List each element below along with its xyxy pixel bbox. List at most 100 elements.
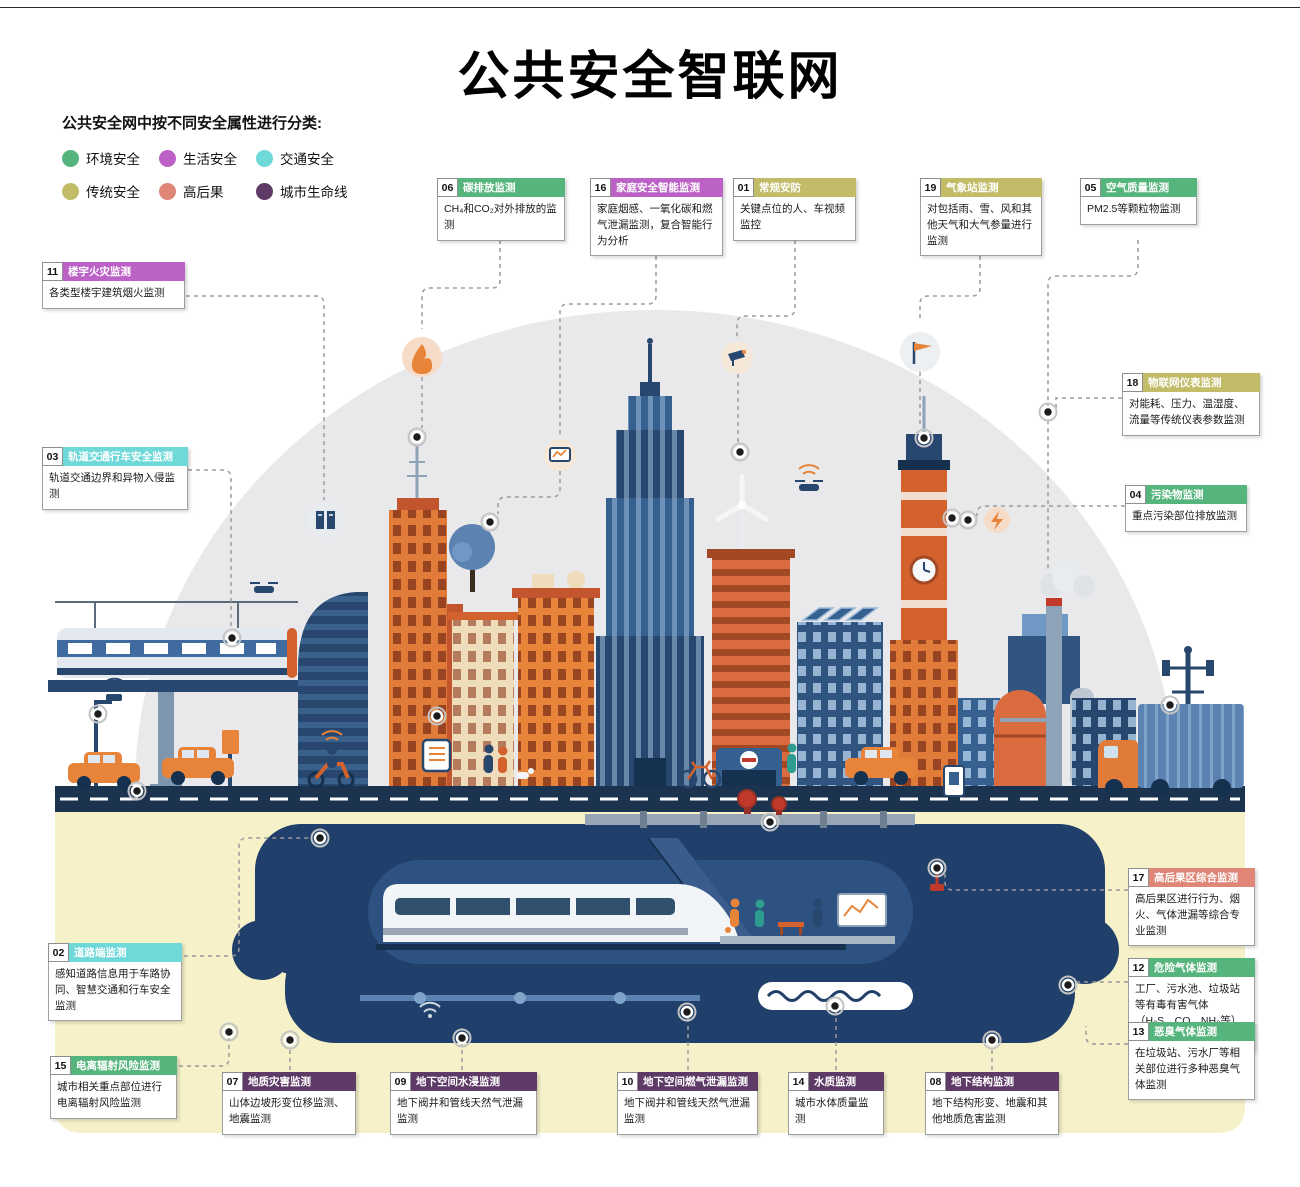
wifi-icon bbox=[103, 677, 126, 689]
taxi bbox=[68, 752, 140, 790]
sensor-dot bbox=[407, 427, 427, 447]
callout-title: 水质监测 bbox=[809, 1072, 884, 1091]
callout-number: 06 bbox=[437, 178, 458, 197]
sensor-dot bbox=[1160, 695, 1180, 715]
sensor-dot bbox=[1058, 975, 1078, 995]
callout-title: 楼宇火灾监测 bbox=[63, 262, 185, 281]
drone-icon bbox=[795, 464, 823, 491]
legend-label: 高后果 bbox=[183, 185, 224, 200]
legend-grid: 环境安全 生活安全 交通安全 传统安全 高后果 城市生命线 bbox=[62, 148, 376, 201]
callout-body: 山体边坡形变位移监测、地震监测 bbox=[222, 1091, 356, 1135]
callout-number: 01 bbox=[733, 178, 754, 197]
callout-title: 电离辐射风险监测 bbox=[71, 1056, 177, 1075]
metro-scene bbox=[360, 837, 913, 1018]
callout-number: 18 bbox=[1122, 373, 1143, 392]
category-dot bbox=[159, 149, 176, 167]
legend-item-lifeline: 城市生命线 bbox=[256, 181, 376, 201]
kiosk bbox=[943, 765, 965, 797]
callout-body: 城市水体质量监测 bbox=[788, 1091, 884, 1135]
sensor-dot bbox=[310, 828, 330, 848]
bicycle bbox=[678, 760, 722, 789]
cream-building bbox=[448, 612, 518, 788]
sensor-dot bbox=[982, 1030, 1002, 1050]
water-pool bbox=[758, 982, 913, 1010]
callout-title: 地下空间水浸监测 bbox=[411, 1072, 537, 1091]
callout-title: 地质灾害监测 bbox=[243, 1072, 356, 1091]
callout-number: 14 bbox=[788, 1072, 809, 1091]
callout-body: 在垃圾站、污水厂等相关部位进行多种恶臭气体监测 bbox=[1128, 1041, 1255, 1101]
callout-body: 地下结构形变、地震和其他地质危害监测 bbox=[925, 1091, 1059, 1135]
central-skyscraper bbox=[596, 338, 704, 788]
callout-number: 11 bbox=[42, 262, 63, 281]
pedestrians bbox=[484, 743, 797, 779]
page-title: 公共安全智联网 bbox=[457, 48, 843, 106]
legend-item-traffic: 交通安全 bbox=[256, 148, 376, 168]
sensor-dot bbox=[480, 512, 500, 532]
flame-icon bbox=[402, 337, 442, 377]
street bbox=[55, 786, 1245, 812]
callout-body: 轨道交通边界和异物入侵监测 bbox=[42, 466, 188, 510]
category-dot bbox=[159, 182, 176, 200]
cctv-camera-icon bbox=[721, 342, 753, 374]
valve-icon bbox=[771, 796, 787, 815]
battery-storage-icon bbox=[307, 502, 343, 538]
callout-title: 气象站监测 bbox=[941, 178, 1042, 197]
sensor-dot bbox=[730, 442, 750, 462]
callout-body: 关键点位的人、车视频监控 bbox=[733, 197, 856, 241]
legend-item-traditional: 传统安全 bbox=[62, 181, 159, 201]
callout-number: 09 bbox=[390, 1072, 411, 1091]
callout-body: 地下阀井和管线天然气泄漏监测 bbox=[390, 1091, 537, 1135]
callout-number: 07 bbox=[222, 1072, 243, 1091]
category-dot bbox=[62, 182, 79, 200]
valve-icon bbox=[737, 789, 757, 814]
wind-turbine bbox=[715, 474, 769, 549]
legend-label: 环境安全 bbox=[86, 152, 140, 167]
metro-train bbox=[383, 884, 740, 942]
street-lamp bbox=[94, 677, 126, 786]
callout-title: 恶臭气体监测 bbox=[1149, 1022, 1255, 1041]
smoke-cloud bbox=[1040, 561, 1095, 597]
callout-body: 对能耗、压力、温湿度、流量等传统仪表参数监测 bbox=[1122, 392, 1260, 436]
sensor-dot bbox=[677, 1002, 697, 1022]
callout-number: 13 bbox=[1128, 1022, 1149, 1041]
wifi-icon bbox=[798, 464, 820, 475]
category-dot bbox=[62, 149, 79, 167]
callout-title: 空气质量监测 bbox=[1101, 178, 1197, 197]
solar-panels bbox=[800, 607, 880, 621]
callout-title: 常规安防 bbox=[754, 178, 856, 197]
sensor-dot bbox=[760, 812, 780, 832]
callout-title: 地下空间燃气泄漏监测 bbox=[638, 1072, 758, 1091]
callout-body: 各类型楼宇建筑烟火监测 bbox=[42, 281, 185, 309]
callout-title: 污染物监测 bbox=[1146, 485, 1247, 504]
category-dot bbox=[256, 149, 273, 167]
callout-title: 高后果区综合监测 bbox=[1149, 868, 1255, 887]
legend-label: 生活安全 bbox=[183, 152, 237, 167]
container-truck bbox=[1098, 704, 1244, 797]
callout-number: 10 bbox=[617, 1072, 638, 1091]
callout-number: 12 bbox=[1128, 958, 1149, 977]
callout-number: 08 bbox=[925, 1072, 946, 1091]
callout-body: 城市相关重点部位进行电离辐射风险监测 bbox=[50, 1075, 177, 1119]
legend-label: 交通安全 bbox=[280, 152, 334, 167]
callout-number: 03 bbox=[42, 447, 63, 466]
light-rail-train bbox=[57, 628, 297, 678]
callout-title: 家庭安全智能监测 bbox=[611, 178, 723, 197]
callout-title: 物联网仪表监测 bbox=[1143, 373, 1260, 392]
sensor-dot bbox=[222, 628, 242, 648]
